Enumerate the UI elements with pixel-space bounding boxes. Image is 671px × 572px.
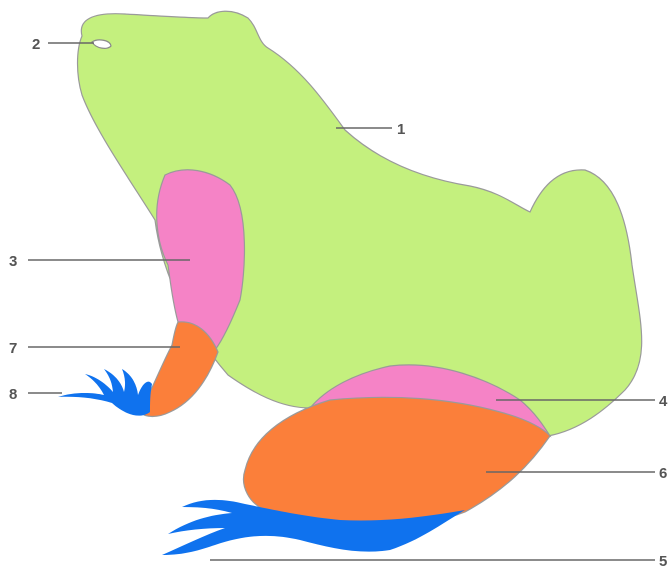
label-2: 2 xyxy=(32,36,40,53)
label-5: 5 xyxy=(659,553,667,567)
label-6: 6 xyxy=(659,465,667,482)
label-3: 3 xyxy=(9,253,17,270)
lower-forelimb xyxy=(140,322,218,417)
front-foot xyxy=(58,369,152,416)
label-4: 4 xyxy=(659,393,668,410)
label-7: 7 xyxy=(9,340,17,357)
label-1: 1 xyxy=(397,121,405,138)
label-8: 8 xyxy=(9,386,17,403)
lower-hindlimb xyxy=(244,397,550,523)
